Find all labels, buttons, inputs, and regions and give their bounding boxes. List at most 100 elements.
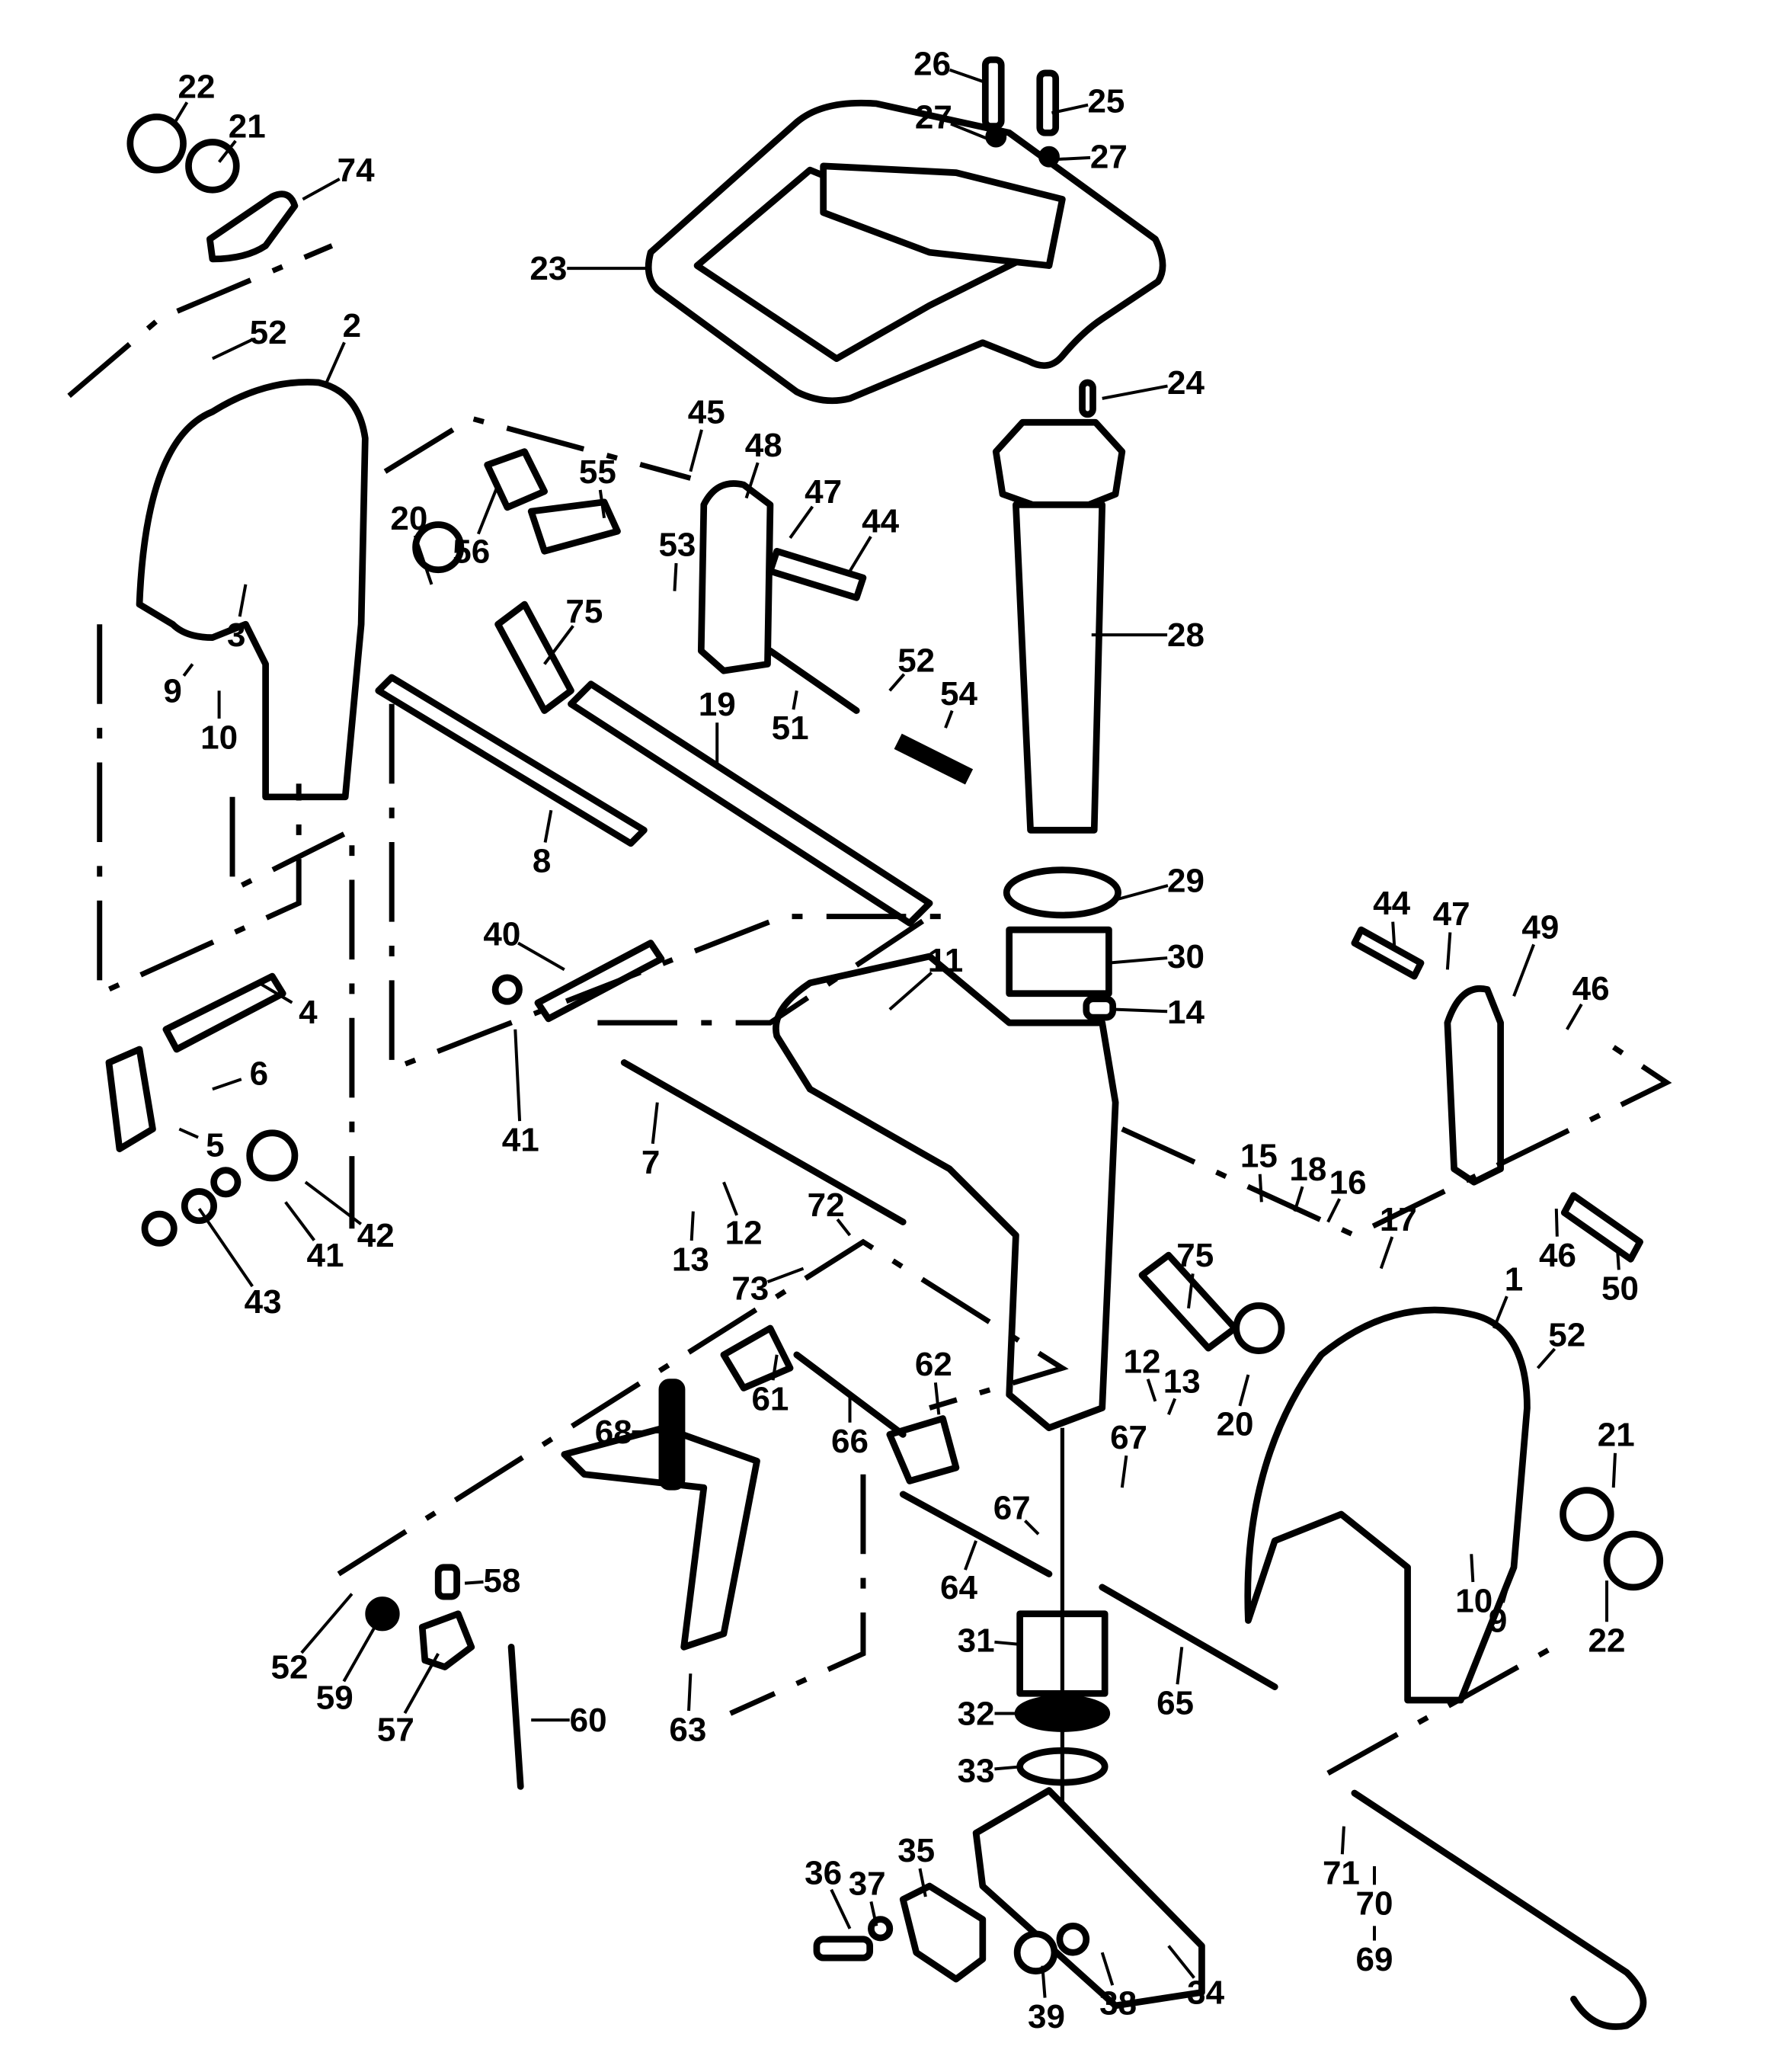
- callout-52: 52: [250, 314, 287, 351]
- leader-line-73: [766, 1267, 805, 1284]
- leader-line-20b: [1238, 1374, 1250, 1407]
- callout-33: 33: [958, 1752, 995, 1789]
- clamp-bracket-right: [1244, 1306, 1531, 1704]
- leader-line-52b: [888, 673, 906, 692]
- callout-64: 64: [940, 1569, 977, 1606]
- callout-65: 65: [1157, 1685, 1194, 1722]
- callout-46a: 46: [1572, 970, 1610, 1007]
- assembly-line-b: [383, 415, 692, 481]
- leader-line-21b: [1611, 1452, 1617, 1488]
- callout-66: 66: [831, 1423, 869, 1460]
- leader-line-22: [171, 101, 189, 127]
- leader-line-13a: [689, 1211, 695, 1241]
- assembly-line-h: [337, 1238, 1069, 1577]
- callout-70: 70: [1356, 1885, 1393, 1923]
- callout-15: 15: [1240, 1137, 1278, 1174]
- leader-lines: [171, 68, 1620, 1998]
- bushing-75-left: [494, 600, 574, 714]
- leader-line-55: [598, 489, 606, 519]
- leader-line-12a: [722, 1181, 738, 1216]
- nut-21: [1560, 1487, 1614, 1542]
- leader-line-75b: [1187, 1273, 1195, 1309]
- leader-line-8: [543, 809, 553, 843]
- washer-41: [491, 974, 523, 1005]
- callout-44a: 44: [862, 502, 899, 540]
- callout-35: 35: [897, 1832, 935, 1869]
- assembly-line-g: [1121, 1040, 1672, 1238]
- callout-20: 20: [390, 500, 427, 537]
- callout-49: 49: [1521, 909, 1559, 946]
- leader-line-9b: [1501, 1573, 1513, 1603]
- pin-44-right: [1351, 926, 1425, 980]
- assembly-line-c: [97, 624, 302, 998]
- leader-line-52c: [1536, 1347, 1556, 1369]
- callout-39: 39: [1028, 1998, 1065, 2035]
- bolt-25: [1036, 69, 1060, 136]
- callout-55: 55: [579, 453, 616, 491]
- assembly-lines: [67, 243, 1672, 1807]
- leader-line-16: [1326, 1198, 1342, 1223]
- leader-line-46b: [1554, 1209, 1559, 1237]
- callout-67a: 67: [1110, 1419, 1147, 1456]
- rod-65: [1099, 1584, 1278, 1690]
- spring-54: [894, 733, 974, 785]
- callout-5: 5: [206, 1126, 224, 1164]
- steering-tube: [1013, 501, 1106, 834]
- spring-59: [365, 1596, 400, 1632]
- screw-58: [434, 1564, 460, 1600]
- callout-68: 68: [595, 1414, 632, 1451]
- washer-20b: [1233, 1302, 1285, 1354]
- callout-56: 56: [453, 533, 490, 570]
- tilt-tube-19: [568, 681, 933, 927]
- leader-line-26: [949, 68, 986, 84]
- washer-27b: [1038, 146, 1060, 168]
- leader-line-49: [1512, 943, 1535, 997]
- nut-43b: [181, 1188, 217, 1225]
- leader-line-27b: [1055, 155, 1091, 162]
- callout-19: 19: [699, 686, 736, 723]
- callout-23: 23: [529, 250, 567, 287]
- knob-57: [418, 1610, 475, 1670]
- callout-24: 24: [1167, 364, 1205, 402]
- cap-22: [1603, 1530, 1664, 1591]
- leader-line-52: [212, 338, 252, 360]
- callout-52b: 52: [897, 642, 935, 679]
- callout-3: 3: [227, 616, 245, 654]
- pin-4: [162, 972, 286, 1053]
- washer-20: [412, 521, 465, 574]
- callout-41b: 41: [307, 1237, 344, 1274]
- leader-line-15: [1258, 1174, 1263, 1203]
- leader-line-61: [771, 1354, 779, 1381]
- callout-22: 22: [178, 68, 215, 105]
- shaft-8: [375, 674, 648, 847]
- assembly-line-a: [67, 243, 334, 399]
- leader-line-33: [994, 1765, 1023, 1771]
- leader-line-48: [744, 462, 760, 499]
- callout-67b: 67: [993, 1489, 1031, 1526]
- washer-41b: [210, 1167, 242, 1198]
- callout-26: 26: [913, 46, 951, 83]
- callout-4: 4: [299, 994, 318, 1031]
- rod-7: [620, 1059, 907, 1225]
- callout-59: 59: [316, 1680, 354, 1717]
- callout-31: 31: [958, 1622, 995, 1660]
- block-56: [484, 448, 548, 511]
- leader-line-25: [1051, 103, 1089, 115]
- leader-line-64: [964, 1540, 977, 1571]
- leader-line-20: [413, 535, 434, 585]
- pin-50: [1560, 1192, 1643, 1263]
- callout-42: 42: [357, 1217, 395, 1254]
- callout-14: 14: [1167, 994, 1205, 1031]
- leader-line-4: [258, 982, 293, 1004]
- leader-line-45: [689, 429, 703, 472]
- callout-63: 63: [669, 1711, 706, 1748]
- rod-60: [507, 1643, 524, 1790]
- assembly-line-d: [229, 796, 355, 1229]
- callout-62: 62: [915, 1346, 952, 1383]
- assembly-line-f: [597, 914, 932, 1026]
- tiller-top-cover: [820, 162, 1066, 269]
- callout-50: 50: [1601, 1270, 1639, 1308]
- callout-21: 21: [229, 108, 266, 146]
- tilt-rod-69: [1351, 1789, 1647, 2030]
